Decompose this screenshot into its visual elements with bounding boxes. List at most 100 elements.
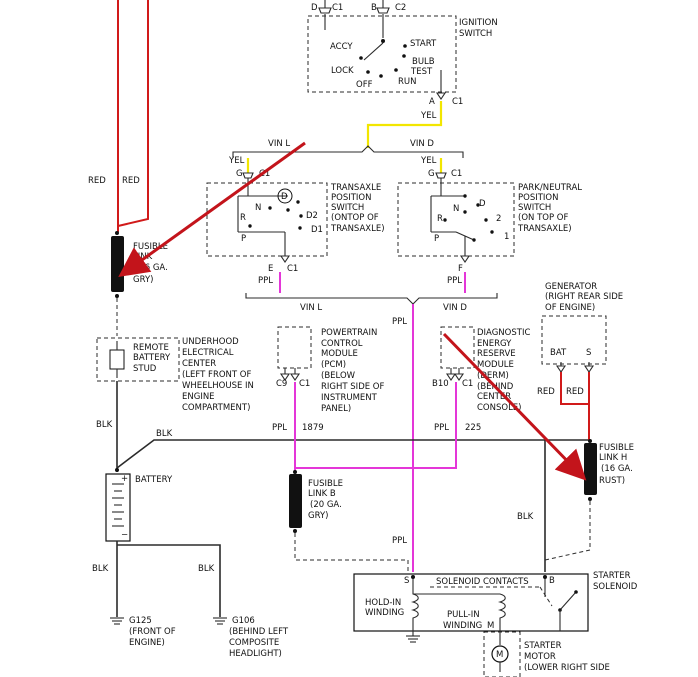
vin-bracket-lower: VIN L VIN D: [245, 293, 498, 313]
svg-text:POWERTRAIN: POWERTRAIN: [321, 328, 377, 338]
svg-text:WHEELHOUSE IN: WHEELHOUSE IN: [182, 381, 254, 391]
red-wire-gen-bat: [560, 372, 589, 405]
svg-text:SWITCH: SWITCH: [459, 29, 492, 39]
svg-text:MODULE: MODULE: [321, 349, 358, 359]
svg-text:B10: B10: [432, 379, 449, 389]
svg-text:FUSIBLE: FUSIBLE: [599, 443, 634, 453]
conn-b-label: B: [371, 3, 377, 13]
svg-text:(RIGHT REAR SIDE: (RIGHT REAR SIDE: [545, 292, 623, 302]
svg-text:1: 1: [504, 232, 509, 242]
svg-text:C1: C1: [462, 379, 473, 389]
svg-text:VIN D: VIN D: [410, 139, 434, 149]
svg-text:R: R: [437, 214, 443, 224]
svg-text:YEL: YEL: [420, 156, 437, 166]
svg-text:CENTER: CENTER: [477, 392, 511, 402]
solenoid-ground: [406, 631, 420, 643]
svg-text:SOLENOID CONTACTS: SOLENOID CONTACTS: [436, 577, 529, 587]
svg-text:RUN: RUN: [398, 77, 417, 87]
svg-text:G: G: [236, 169, 243, 179]
svg-text:C9: C9: [276, 379, 287, 389]
svg-text:FUSIBLE: FUSIBLE: [308, 479, 343, 489]
svg-text:PANEL): PANEL): [321, 404, 351, 414]
battery: + − BATTERY: [105, 468, 173, 542]
svg-text:YEL: YEL: [228, 156, 245, 166]
svg-text:TRANSAXLE): TRANSAXLE): [517, 224, 572, 234]
svg-text:(ON TOP OF: (ON TOP OF: [518, 213, 568, 223]
svg-text:OFF: OFF: [356, 80, 373, 90]
svg-text:PPL: PPL: [258, 276, 273, 286]
svg-text:C1: C1: [451, 169, 462, 179]
svg-text:BLK: BLK: [96, 420, 113, 430]
svg-text:E: E: [268, 264, 273, 274]
svg-text:(LEFT FRONT OF: (LEFT FRONT OF: [182, 370, 251, 380]
svg-text:SWITCH: SWITCH: [331, 203, 364, 213]
conn-c2-label: C2: [395, 3, 406, 13]
svg-text:P: P: [241, 234, 246, 244]
svg-text:CONSOLE): CONSOLE): [477, 403, 522, 413]
svg-text:SOLENOID: SOLENOID: [593, 582, 638, 592]
svg-text:RED: RED: [537, 387, 555, 397]
fusible-link-h: FUSIBLE LINK H (16 GA. RUST): [584, 439, 634, 501]
purple-wire-derm: [295, 382, 457, 469]
svg-text:TRANSAXLE): TRANSAXLE): [330, 224, 385, 234]
svg-text:(FRONT OF: (FRONT OF: [129, 627, 176, 637]
svg-text:(16 GA.: (16 GA.: [601, 464, 633, 474]
svg-text:REMOTE: REMOTE: [133, 343, 169, 353]
svg-text:LOCK: LOCK: [331, 66, 354, 76]
svg-text:HOLD-IN: HOLD-IN: [365, 598, 401, 608]
ignition-switch: D C1 B C2 IGNITION SWITCH ACCY START LOC…: [307, 0, 498, 107]
svg-text:RED: RED: [88, 176, 106, 186]
conn-d-label: D: [311, 3, 318, 13]
svg-text:MODULE: MODULE: [477, 360, 514, 370]
svg-text:RED: RED: [122, 176, 140, 186]
svg-text:(20 GA.: (20 GA.: [310, 500, 342, 510]
svg-text:N: N: [453, 204, 459, 214]
svg-text:GRY): GRY): [308, 511, 328, 521]
svg-text:COMPARTMENT): COMPARTMENT): [182, 403, 250, 413]
pcm: C9 C1 POWERTRAIN CONTROL MODULE (PCM) (B…: [276, 326, 384, 414]
remote-battery-stud: REMOTE BATTERY STUD: [96, 337, 180, 382]
svg-text:DIAGNOSTIC: DIAGNOSTIC: [477, 328, 530, 338]
svg-text:RIGHT SIDE OF: RIGHT SIDE OF: [321, 382, 384, 392]
svg-text:C1: C1: [299, 379, 310, 389]
svg-text:−: −: [121, 530, 128, 540]
svg-text:+: +: [121, 474, 128, 484]
svg-text:VIN L: VIN L: [268, 139, 290, 149]
ground-g106: G106 (BEHIND LEFT COMPOSITE HEADLIGHT): [213, 616, 289, 659]
svg-text:(16 GA.: (16 GA.: [136, 263, 168, 273]
motor-symbol: M: [496, 650, 503, 660]
red-wire-2: [117, 0, 149, 227]
svg-text:BAT: BAT: [550, 348, 567, 358]
svg-text:CONTROL: CONTROL: [321, 339, 363, 349]
generator: GENERATOR (RIGHT REAR SIDE OF ENGINE) BA…: [541, 282, 623, 373]
svg-text:(DERM): (DERM): [477, 371, 509, 381]
svg-text:SWITCH: SWITCH: [518, 203, 551, 213]
svg-text:PULL-IN: PULL-IN: [447, 610, 480, 620]
svg-text:G106: G106: [232, 616, 255, 626]
svg-text:F: F: [458, 264, 463, 274]
svg-text:LINK B: LINK B: [308, 489, 336, 499]
svg-text:ENERGY: ENERGY: [477, 339, 512, 349]
svg-text:(PCM): (PCM): [321, 360, 346, 370]
svg-text:BLK: BLK: [156, 429, 173, 439]
svg-text:R: R: [240, 213, 246, 223]
svg-text:ENGINE): ENGINE): [129, 638, 165, 648]
ignition-switch-label: IGNITION: [459, 18, 498, 28]
ground-g125: G125 (FRONT OF ENGINE): [110, 616, 176, 648]
svg-text:VIN D: VIN D: [443, 303, 467, 313]
svg-text:(BEHIND LEFT: (BEHIND LEFT: [229, 627, 289, 637]
svg-text:CENTER: CENTER: [182, 359, 216, 369]
svg-text:FUSIBLE: FUSIBLE: [133, 242, 168, 252]
svg-text:(LOWER RIGHT SIDE: (LOWER RIGHT SIDE: [524, 663, 610, 673]
underhood-electrical-center-label: UNDERHOOD ELECTRICAL CENTER (LEFT FRONT …: [182, 337, 254, 413]
svg-text:UNDERHOOD: UNDERHOOD: [182, 337, 239, 347]
svg-text:ACCY: ACCY: [330, 42, 353, 52]
conn-c1-label: C1: [332, 3, 343, 13]
svg-text:A: A: [429, 97, 435, 107]
vin-bracket-upper: VIN L VIN D: [232, 139, 464, 158]
svg-text:RUST): RUST): [599, 476, 625, 486]
annotation-arrow-fusible-link: [118, 141, 306, 277]
annotation-arrow-fusible-link-h: [442, 332, 587, 481]
svg-text:2: 2: [496, 214, 501, 224]
